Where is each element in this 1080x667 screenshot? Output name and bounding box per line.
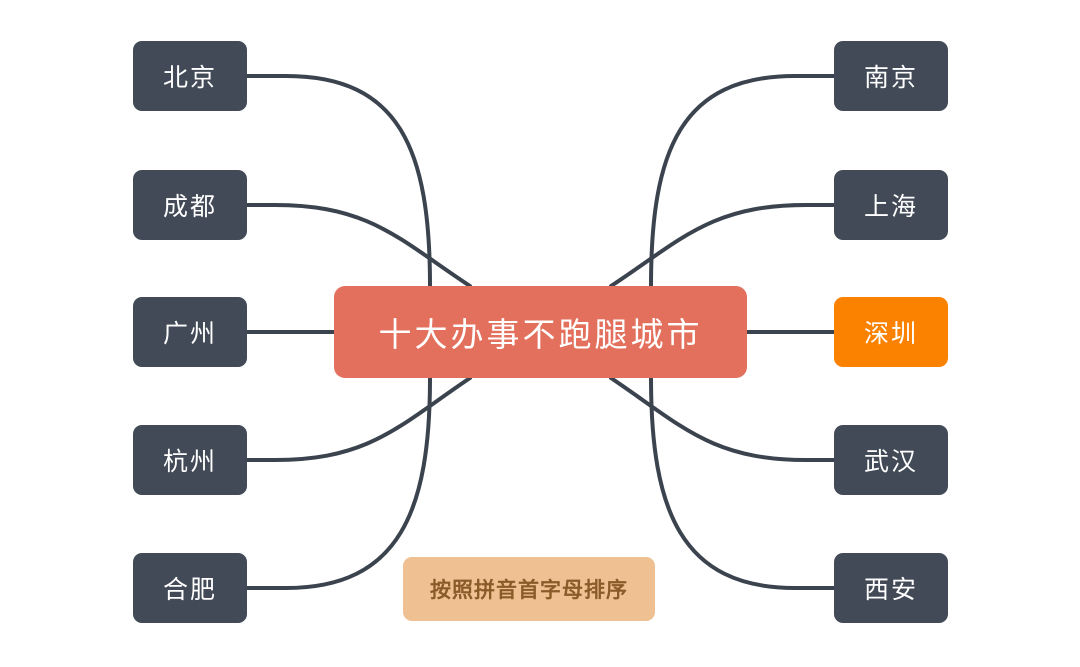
edge-北京 <box>245 74 432 288</box>
city-node-right-4[interactable]: 西安 <box>834 553 948 623</box>
city-node-left-0[interactable]: 北京 <box>133 41 247 111</box>
edge-成都 <box>245 203 472 288</box>
city-node-right-3[interactable]: 武汉 <box>834 425 948 495</box>
city-node-left-2[interactable]: 广州 <box>133 297 247 367</box>
city-node-left-4[interactable]: 合肥 <box>133 553 247 623</box>
city-node-label: 杭州 <box>162 448 217 476</box>
city-node-label: 上海 <box>863 193 918 221</box>
center-node[interactable]: 十大办事不跑腿城市 <box>334 286 747 378</box>
city-node-label: 南京 <box>863 64 918 92</box>
city-node-left-1[interactable]: 成都 <box>133 170 247 240</box>
caption-note: 按照拼音首字母排序 <box>403 557 655 621</box>
edge-西安 <box>649 376 836 590</box>
city-node-label: 北京 <box>162 64 217 92</box>
city-node-right-2[interactable]: 深圳 <box>834 297 948 367</box>
center-node-label: 十大办事不跑腿城市 <box>378 316 703 353</box>
city-node-right-1[interactable]: 上海 <box>834 170 948 240</box>
city-node-label: 合肥 <box>162 576 217 604</box>
caption-note-label: 按照拼音首字母排序 <box>430 579 628 602</box>
city-node-label: 广州 <box>162 320 217 348</box>
city-node-left-3[interactable]: 杭州 <box>133 425 247 495</box>
city-node-label: 西安 <box>863 576 918 604</box>
edge-合肥 <box>245 376 432 590</box>
edge-上海 <box>609 203 836 288</box>
edge-武汉 <box>609 376 836 462</box>
city-node-label: 武汉 <box>863 448 918 476</box>
city-node-right-0[interactable]: 南京 <box>834 41 948 111</box>
edge-杭州 <box>245 376 472 462</box>
city-node-label: 深圳 <box>863 320 918 348</box>
city-node-label: 成都 <box>162 193 217 221</box>
edge-南京 <box>649 74 836 288</box>
